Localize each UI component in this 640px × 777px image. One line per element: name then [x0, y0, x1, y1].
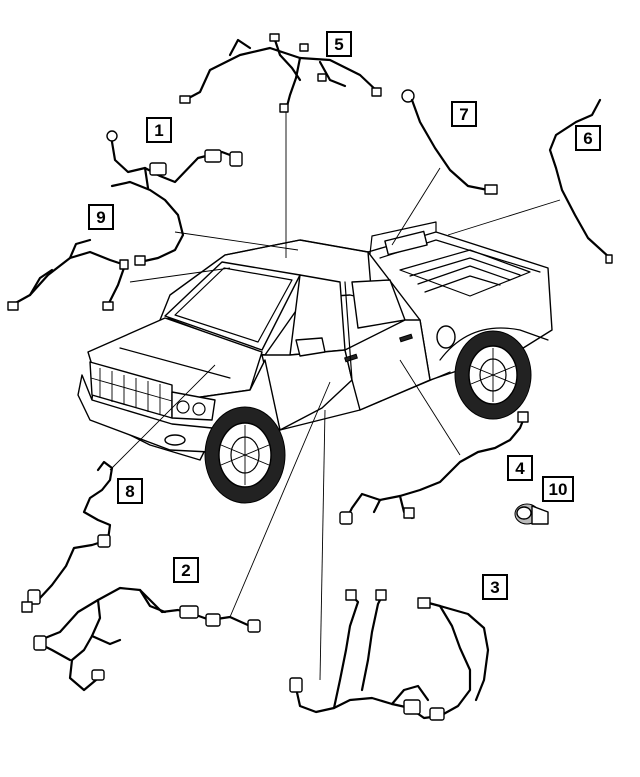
callout-4: 4 — [507, 455, 533, 481]
callout-3: 3 — [482, 574, 508, 600]
callout-2: 2 — [173, 557, 199, 583]
antenna-cable — [548, 98, 613, 264]
callout-7: 7 — [451, 101, 477, 127]
bed-wiring-lead — [401, 89, 498, 195]
callout-9: 9 — [88, 204, 114, 230]
pickup-truck — [77, 221, 553, 504]
callout-8: 8 — [117, 478, 143, 504]
side-mirror — [295, 337, 326, 357]
rear-door — [344, 319, 431, 411]
fuel-door — [436, 325, 456, 349]
body-wiring-harness — [33, 586, 261, 692]
headliner-harness — [106, 130, 243, 266]
leader-lines — [109, 110, 561, 681]
callout-5: 5 — [326, 31, 352, 57]
callout-1: 1 — [146, 117, 172, 143]
rear-body-harness — [339, 411, 529, 525]
overhead-wiring-harness — [179, 33, 382, 113]
headlamp-harness — [21, 460, 114, 613]
front-wheel — [204, 406, 286, 504]
park-assist-sensor — [514, 503, 549, 525]
callout-10: 10 — [542, 476, 574, 502]
instrument-panel-harness — [7, 238, 129, 311]
callout-6: 6 — [575, 125, 601, 151]
rear-wheel — [454, 330, 532, 420]
chassis-wiring-harness — [289, 589, 490, 721]
